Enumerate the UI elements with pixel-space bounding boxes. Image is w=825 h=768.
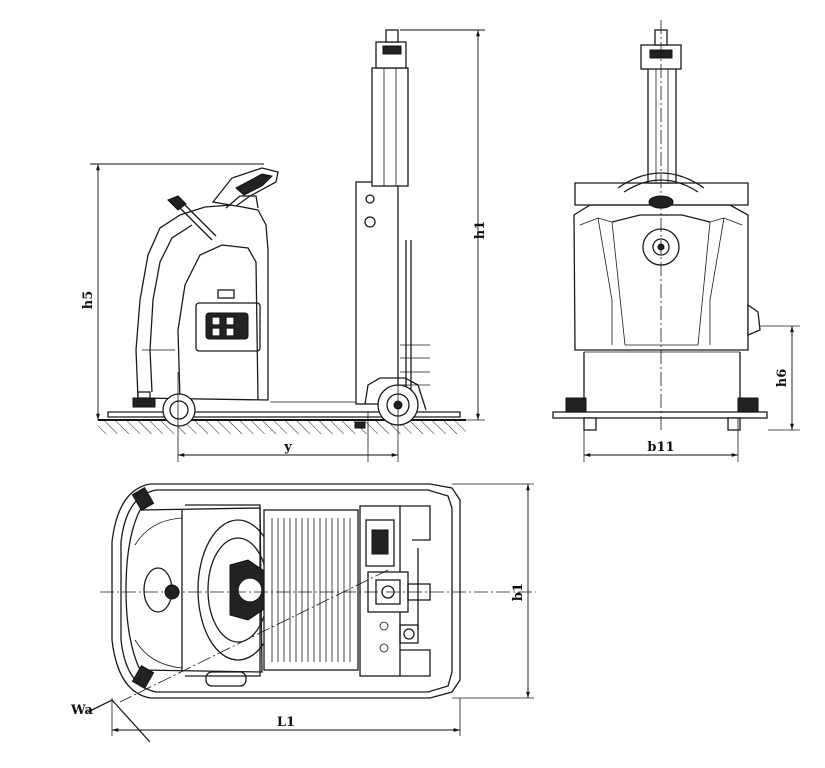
side-view bbox=[90, 29, 485, 462]
mast bbox=[355, 181, 399, 405]
top-battery bbox=[263, 509, 359, 671]
dim-label-b11: b11 bbox=[647, 440, 674, 455]
louvers bbox=[271, 518, 351, 662]
front-caster-left bbox=[565, 397, 587, 413]
ground-hatch bbox=[98, 420, 466, 434]
rear-wheel bbox=[162, 393, 196, 427]
dim-label-L1: L1 bbox=[277, 715, 295, 730]
front-caster-right bbox=[737, 397, 759, 413]
front-view bbox=[552, 20, 800, 462]
dim-label-h1: h1 bbox=[473, 221, 488, 240]
front-mast bbox=[647, 67, 677, 184]
dim-label-b1: b1 bbox=[511, 583, 526, 601]
top-view bbox=[87, 483, 536, 743]
dim-label-h6: h6 bbox=[775, 369, 790, 388]
dim-label-y: y bbox=[283, 440, 292, 455]
dim-label-Wa: Wa bbox=[70, 703, 93, 718]
dim-label-h5: h5 bbox=[81, 291, 96, 310]
